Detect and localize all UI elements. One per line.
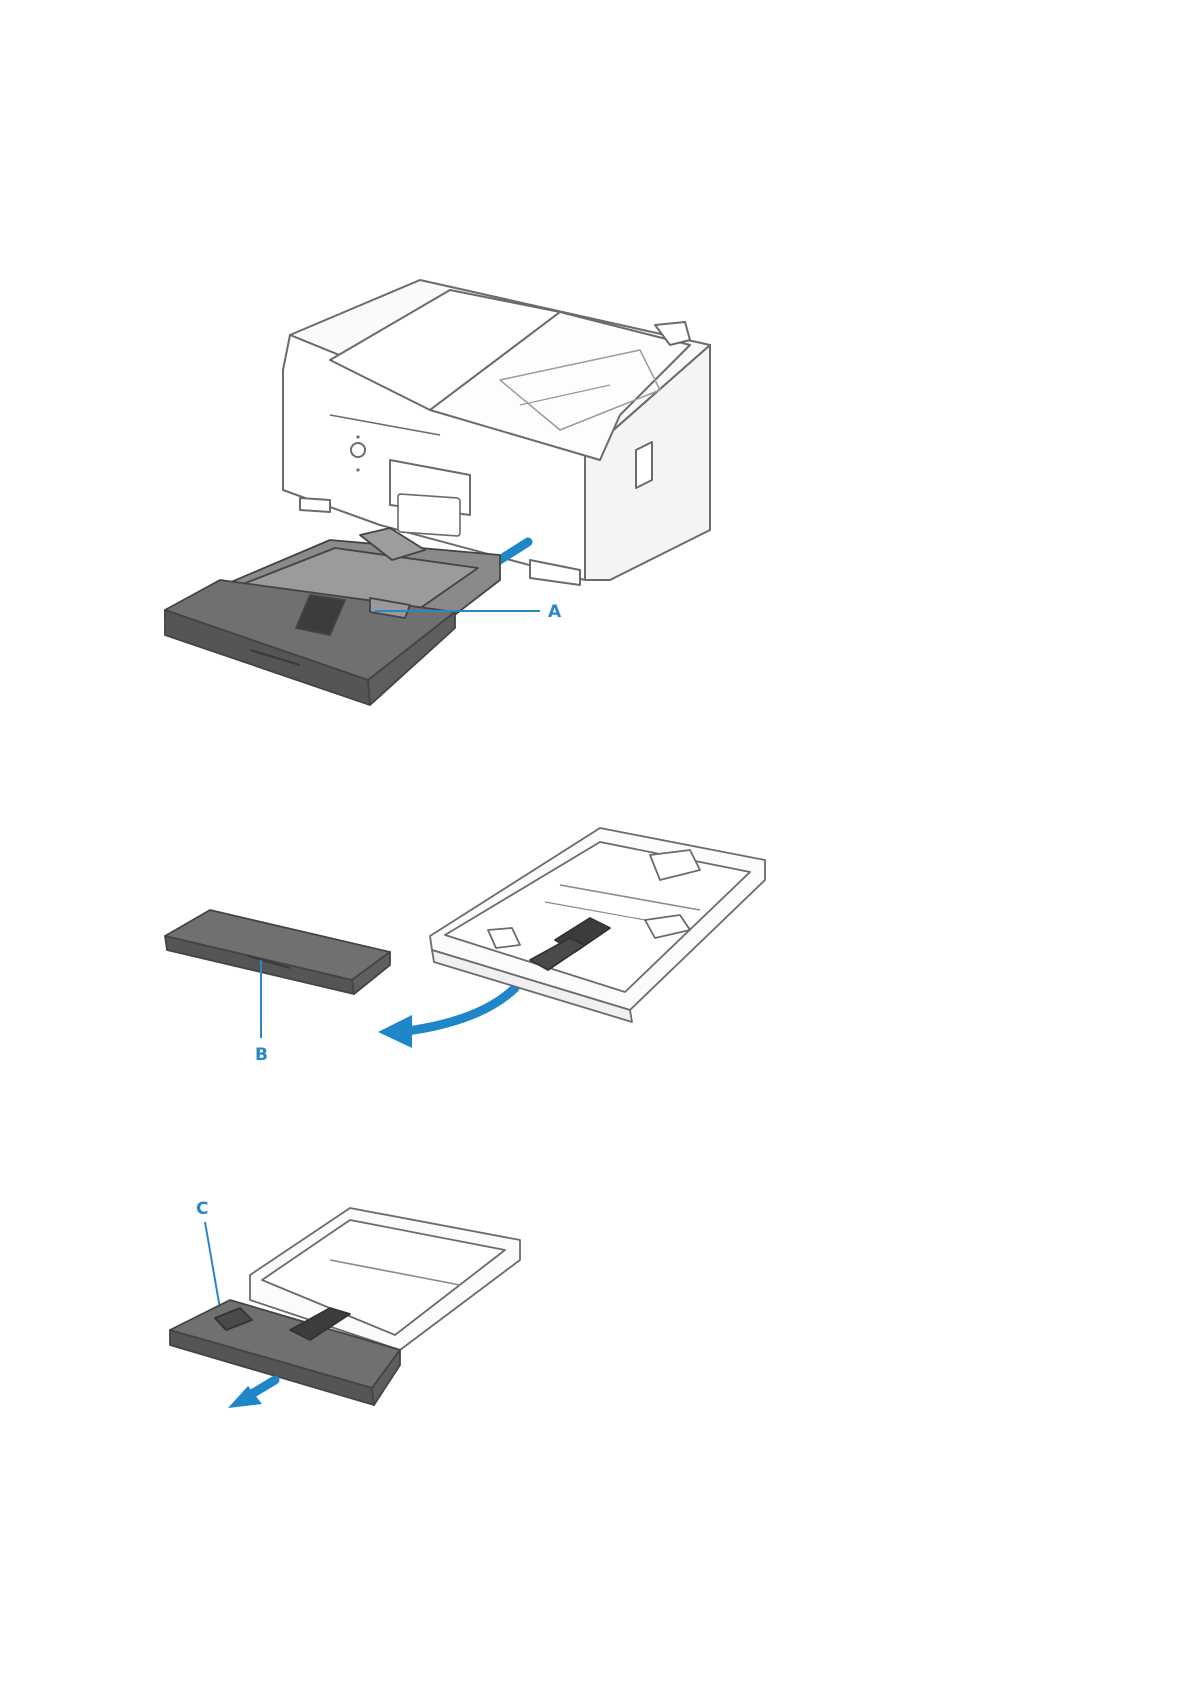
figure-remove-cover: B <box>0 810 1191 1110</box>
curved-arrow-icon <box>378 988 515 1048</box>
callout-label-b: B <box>255 1045 268 1065</box>
cassette-tray-open <box>430 828 765 1022</box>
figure-3-svg: C <box>0 1190 1191 1480</box>
cassette-tray-extended <box>170 1208 520 1405</box>
cassette-cover <box>165 910 390 994</box>
cassette-tray <box>165 528 500 705</box>
callout-label-c: C <box>196 1199 208 1219</box>
pull-arrow-icon <box>228 1380 275 1408</box>
callout-label-a: A <box>548 602 562 622</box>
callout-c: C <box>196 1199 222 1320</box>
figure-1-svg: A <box>0 250 1191 750</box>
printer-illustration <box>283 280 710 585</box>
figure-2-svg: B <box>0 810 1191 1110</box>
callout-b: B <box>255 960 268 1065</box>
figure-extend-cassette: C <box>0 1190 1191 1480</box>
figure-remove-cassette: A <box>0 250 1191 750</box>
